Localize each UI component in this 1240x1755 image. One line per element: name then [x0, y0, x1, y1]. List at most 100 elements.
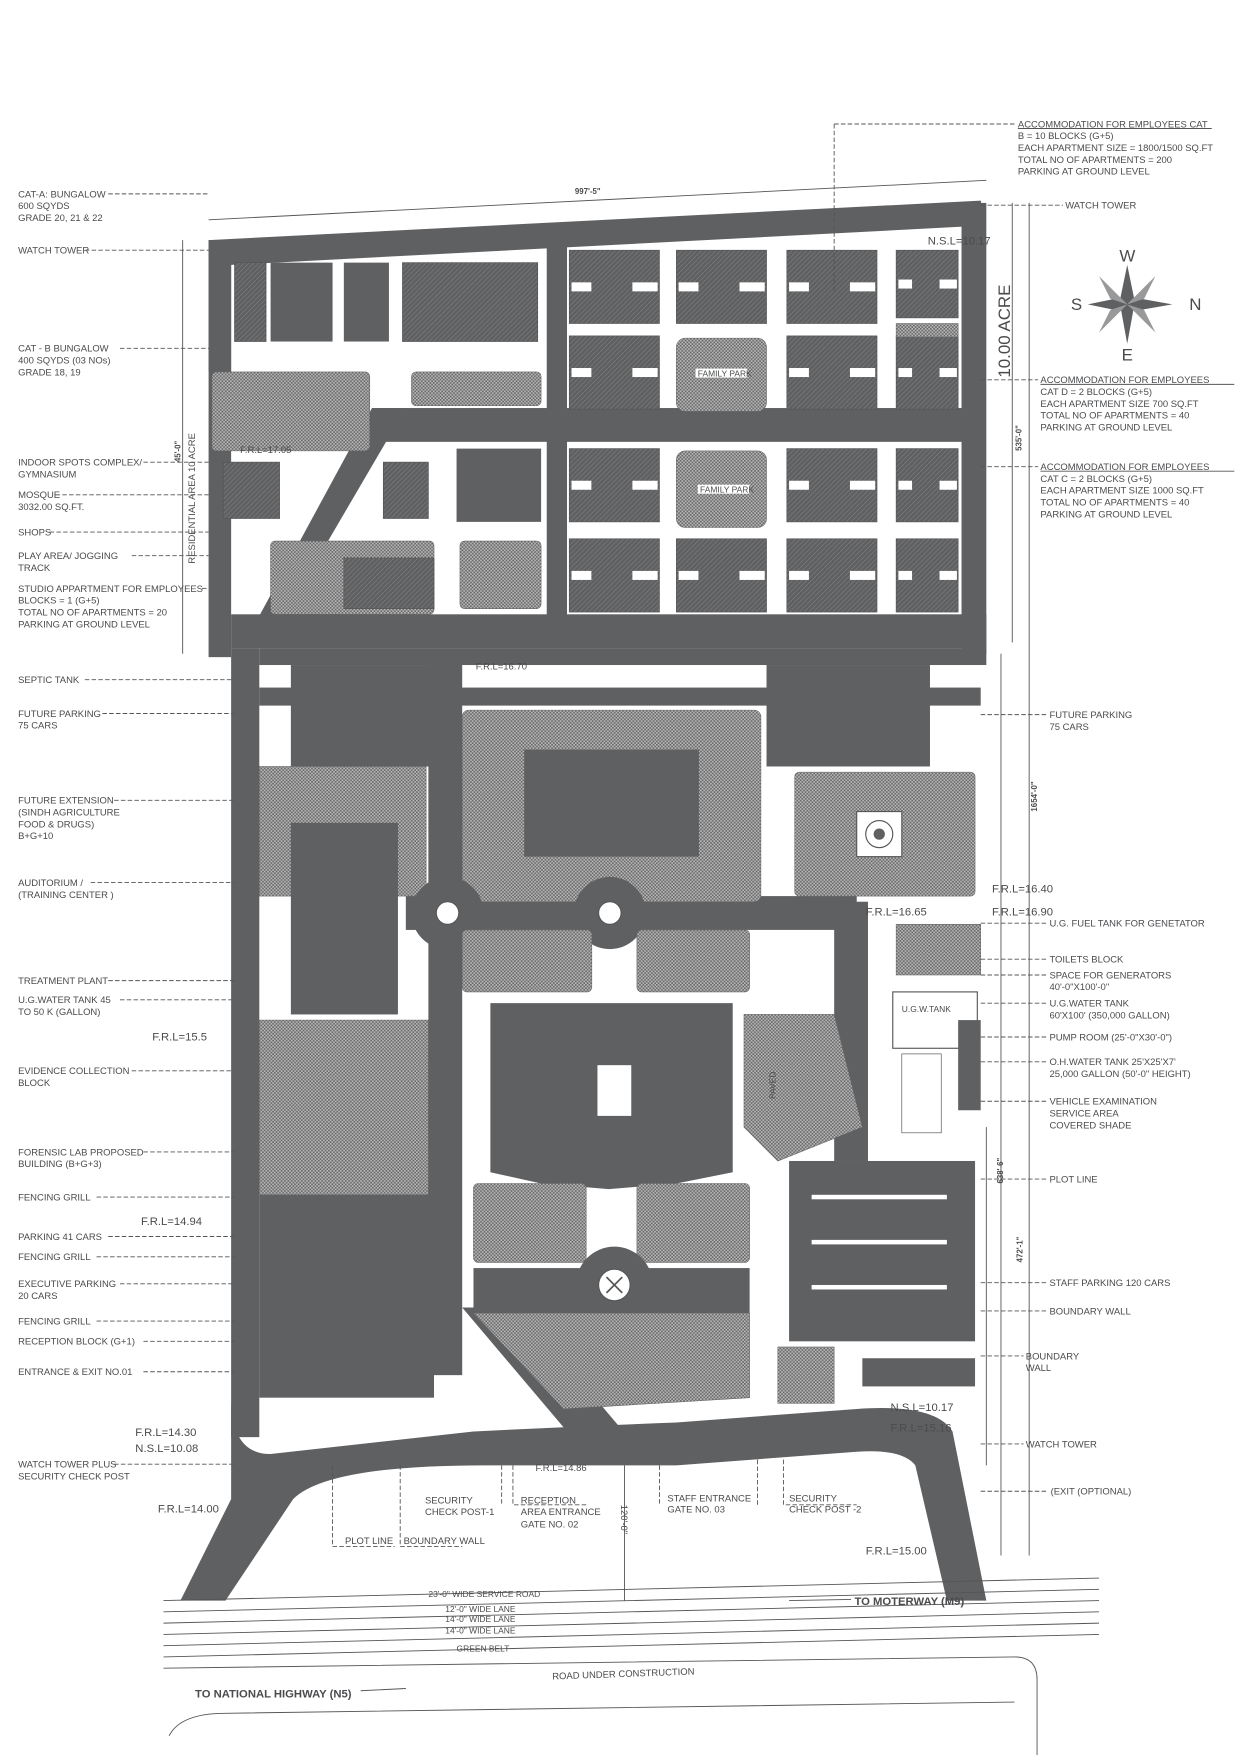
callout-text: O.H.WATER TANK 25'X25'X7' — [1049, 1057, 1176, 1068]
level-frl: F.R.L=16.65 — [866, 906, 927, 918]
callout-right: WATCH TOWER — [980, 1439, 1097, 1450]
green-belt-label: GREEN BELT — [457, 1643, 510, 1653]
level-nsl: N.S.L=10.17 — [928, 236, 991, 248]
callout-text: 60'X100' (350,000 GALLON) — [1049, 1010, 1169, 1021]
callout-right: PLOT LINE — [980, 1174, 1098, 1185]
callout-right: U.G. FUEL TANK FOR GENETATOR — [980, 919, 1205, 930]
dimension-lower-depth-1: 638'-6" — [996, 1158, 1005, 1184]
staff-gate-label: GATE NO. 03 — [667, 1505, 725, 1516]
dimension-lines: 997'-5" 535'-0" 1654'-0" 638'-6" 472'-1"… — [173, 179, 1039, 1601]
callout-text: VEHICLE EXAMINATION — [1049, 1097, 1157, 1108]
level-frl: F.R.L=15.16 — [891, 1423, 952, 1435]
callout-text: B = 10 BLOCKS (G+5) — [1018, 131, 1114, 142]
callout-text: FORENSIC LAB PROPOSED — [18, 1147, 144, 1158]
callout-text: PARKING AT GROUND LEVEL — [1040, 509, 1172, 520]
callout-text: CAT D = 2 BLOCKS (G+5) — [1040, 387, 1152, 398]
callout-text: (SINDH AGRICULTURE — [18, 808, 120, 819]
road-under-construction-label: ROAD UNDER CONSTRUCTION — [552, 1667, 695, 1683]
callout-right: WATCH TOWER — [980, 201, 1136, 212]
apartment-block — [568, 538, 660, 613]
callout-text: PARKING AT GROUND LEVEL — [18, 619, 150, 630]
level-frl: F.R.L=14.94 — [141, 1216, 202, 1228]
callout-text: ENTRANCE & EXIT NO.01 — [18, 1367, 132, 1378]
reception-gate-label: AREA ENTRANCE — [521, 1507, 601, 1518]
callout-left: INDOOR SPOTS COMPLEX/GYMNASIUM — [18, 458, 209, 480]
callout-right: (EXIT (OPTIONAL) — [980, 1487, 1131, 1498]
callout-left: TREATMENT PLANT — [18, 976, 235, 987]
external-roads: 23'-0" WIDE SERVICE ROAD 12'-0" WIDE LAN… — [163, 1577, 1100, 1755]
plot-line-label: PLOT LINE — [345, 1536, 393, 1547]
lane-14a-label: 14'-0" WIDE LANE — [445, 1614, 516, 1624]
callout-text: FUTURE EXTENSION — [18, 796, 114, 807]
callout-text: BLOCK — [18, 1078, 51, 1089]
callout-text: MOSQUE — [18, 490, 60, 501]
callout-text: ACCOMMODATION FOR EMPLOYEES — [1040, 375, 1209, 386]
callout-left: SEPTIC TANK — [18, 675, 235, 686]
level-nsl: N.S.L=10.17 — [891, 1402, 954, 1414]
apartment-block — [895, 249, 959, 319]
to-motorway-label: TO MOTERWAY (M9) — [854, 1596, 964, 1608]
apartment-block — [568, 249, 660, 324]
dimension-res-left: 45'-0" — [173, 441, 182, 463]
callout-text: ACCOMMODATION FOR EMPLOYEES CAT — [1018, 119, 1208, 130]
callout-text: 75 CARS — [18, 721, 57, 732]
dimension-top-width: 997'-5" — [575, 187, 601, 196]
callout-left: SHOPS — [18, 527, 209, 538]
callout-text: BOUNDARY WALL — [1049, 1306, 1130, 1317]
callout-text: STAFF PARKING 120 CARS — [1049, 1278, 1170, 1289]
callout-right: TOILETS BLOCK — [980, 955, 1124, 966]
callout-text: EACH APARTMENT SIZE 1000 SQ.FT — [1040, 486, 1204, 497]
residential-area: FAMILY PARK FAMILY PARK — [208, 200, 987, 658]
callout-text: GRADE 20, 21 & 22 — [18, 213, 103, 224]
callout-text: PLAY AREA/ JOGGING — [18, 551, 118, 562]
apartment-block — [786, 538, 878, 613]
callout-left: AUDITORIUM /(TRAINING CENTER ) — [18, 878, 235, 901]
callout-text: EVIDENCE COLLECTION — [18, 1066, 130, 1077]
callout-text: AUDITORIUM / — [18, 878, 83, 889]
reception-gate-label: GATE NO. 02 — [521, 1519, 579, 1530]
compass-n: N — [1189, 295, 1201, 314]
callout-text: TO 50 K (GALLON) — [18, 1007, 100, 1018]
callout-text: COVERED SHADE — [1049, 1120, 1131, 1131]
callout-left: RECEPTION BLOCK (G+1) — [18, 1337, 235, 1348]
apartment-block — [676, 538, 767, 613]
level-frl: F.R.L=14.30 — [135, 1427, 196, 1439]
callout-text: GRADE 18, 19 — [18, 367, 81, 378]
apartment-block — [786, 335, 878, 410]
callout-text: 600 SQYDS — [18, 201, 70, 212]
callout-right: STAFF PARKING 120 CARS — [980, 1278, 1170, 1289]
callout-left: FENCING GRILL — [18, 1316, 235, 1327]
callout-left: FENCING GRILL — [18, 1252, 235, 1263]
reception-gate-label: RECEPTION — [521, 1496, 576, 1507]
level-frl: F.R.L=14.86 — [535, 1463, 586, 1474]
check-post-2-label: CHECK POST -2 — [789, 1505, 861, 1516]
callout-left: ENTRANCE & EXIT NO.01 — [18, 1367, 235, 1378]
callout-text: PUMP ROOM (25'-0"X30'-0") — [1049, 1032, 1172, 1043]
callout-text: TOTAL NO OF APARTMENTS = 20 — [18, 607, 167, 618]
callout-text: TRACK — [18, 563, 51, 574]
callout-text: 40'-0"X100'-0" — [1049, 982, 1109, 993]
callout-right: O.H.WATER TANK 25'X25'X7'25,000 GALLON (… — [980, 1057, 1191, 1080]
callout-text: EXECUTIVE PARKING — [18, 1279, 116, 1290]
callout-text: 25,000 GALLON (50'-0" HEIGHT) — [1049, 1069, 1190, 1080]
callout-text: TREATMENT PLANT — [18, 976, 108, 987]
callout-text: STUDIO APPARTMENT FOR EMPLOYEES — [18, 584, 203, 595]
callout-text: EACH APARTMENT SIZE 700 SQ.FT — [1040, 399, 1198, 410]
callout-text: TOILETS BLOCK — [1049, 955, 1124, 966]
callout-text: FENCING GRILL — [18, 1252, 91, 1263]
level-frl: F.R.L=14.00 — [158, 1504, 219, 1516]
boundary-wall-label: BOUNDARY WALL — [404, 1536, 485, 1547]
apartment-block — [895, 448, 959, 523]
apartment-block — [568, 448, 660, 523]
callout-text: BLOCKS = 1 (G+5) — [18, 596, 99, 607]
dimension-front-setback: 120'-0" — [618, 1505, 629, 1534]
